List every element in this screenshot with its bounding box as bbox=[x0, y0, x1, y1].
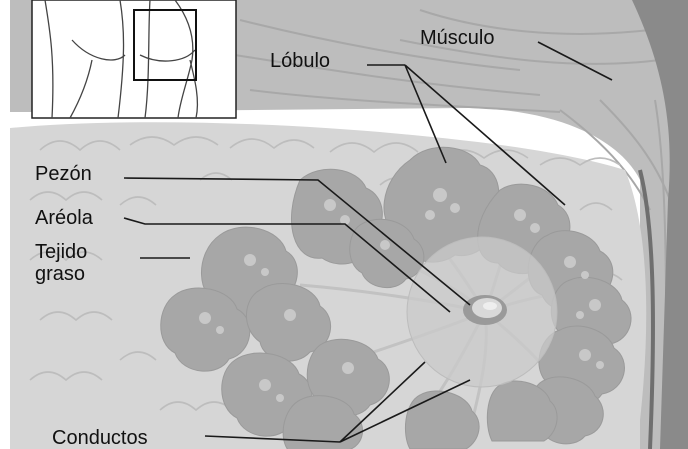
label-areola: Aréola bbox=[35, 207, 93, 229]
label-musculo: Músculo bbox=[420, 27, 494, 49]
label-tejido-line1: Tejido bbox=[35, 241, 87, 263]
label-tejido-line2: graso bbox=[35, 263, 87, 285]
locator-inset bbox=[32, 0, 236, 118]
label-lobulo: Lóbulo bbox=[270, 50, 330, 72]
label-conductos: Conductos bbox=[52, 427, 148, 449]
label-tejido-graso: Tejido graso bbox=[35, 241, 87, 285]
label-pezon: Pezón bbox=[35, 163, 92, 185]
